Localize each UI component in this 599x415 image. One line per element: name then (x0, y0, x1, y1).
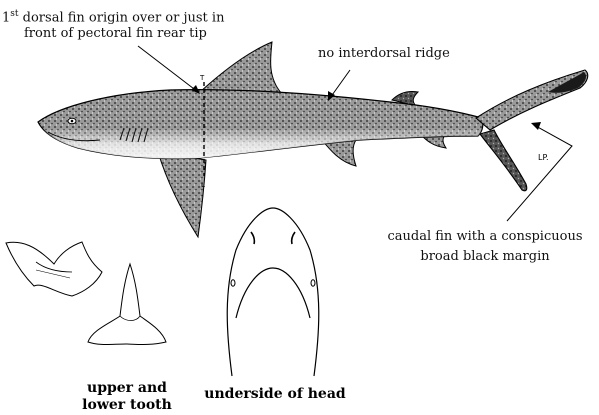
head-outline (227, 208, 319, 376)
first-dorsal-fin (200, 42, 282, 94)
pectoral-tick-mark: L (201, 181, 205, 189)
left-eye (231, 280, 235, 286)
teeth-caption-line1: upper and (72, 380, 182, 396)
dorsal-tick-mark: T (199, 74, 205, 82)
pectoral-fin (158, 152, 206, 237)
caudal-annotation-line1: caudal fin with a conspicuous (376, 229, 594, 245)
dorsal-fin-leader-line (138, 46, 198, 92)
caudal-fin-lower-lobe (480, 130, 527, 191)
dorsal-fin-annotation-line2: front of pectoral fin rear tip (24, 26, 207, 42)
upper-tooth-drawing (6, 242, 102, 296)
right-eye (311, 280, 315, 286)
interdorsal-leader-line (330, 70, 350, 98)
caudal-fin-upper-lobe (476, 70, 588, 130)
head-caption: underside of head (195, 386, 355, 402)
dorsal-fin-annotation-line1: 1st dorsal fin origin over or just in (2, 6, 224, 26)
shark-side-view (38, 42, 588, 237)
teeth-drawings (6, 242, 166, 345)
interdorsal-annotation: no interdorsal ridge (318, 46, 450, 62)
caudal-annotation-line2: broad black margin (376, 249, 594, 265)
underside-of-head-drawing (227, 208, 319, 376)
teeth-caption-line2: lower tooth (72, 397, 182, 413)
artist-initials: LP. (538, 153, 549, 162)
